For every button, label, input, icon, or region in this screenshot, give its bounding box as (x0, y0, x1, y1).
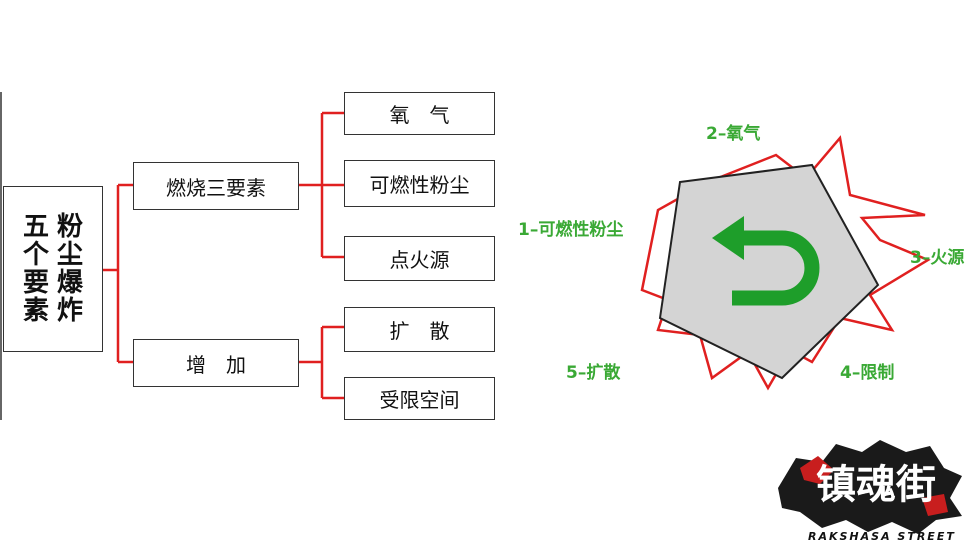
logo-chinese-text: 镇魂街 (816, 461, 936, 508)
root-title-col-left: 五 个 要 素 (23, 213, 49, 325)
tree-connectors (103, 111, 344, 400)
root-char: 五 (22, 212, 49, 242)
leaf-ignition-source-box: 点火源 (344, 236, 495, 281)
leaf-oxygen-box: 氧 气 (344, 92, 495, 135)
root-char: 要 (22, 268, 49, 298)
root-title-col-right: 粉 尘 爆 炸 (57, 213, 83, 325)
label-oxygen: 2–氧气 (706, 124, 761, 144)
root-char: 粉 (57, 212, 84, 242)
return-arrow-icon (712, 216, 820, 306)
label-dispersion: 5–扩散 (566, 363, 621, 383)
leaf-dispersion-box: 扩 散 (344, 307, 495, 352)
leaf-combustible-dust-box: 可燃性粉尘 (344, 160, 495, 207)
label-confinement: 4–限制 (840, 363, 895, 383)
branch-increase-box: 增 加 (133, 339, 299, 387)
root-char: 个 (22, 240, 49, 270)
label-ignition-source: 3–火源 (910, 248, 965, 268)
branch-combustion-box: 燃烧三要素 (133, 162, 299, 210)
logo-splash (778, 440, 962, 534)
root-char: 尘 (57, 240, 84, 270)
logo-english-text: RAKSHASA STREET (808, 530, 956, 543)
root-char: 爆 (57, 268, 84, 298)
root-char: 炸 (57, 296, 84, 326)
explosion-burst (640, 135, 931, 391)
leaf-confined-space-box: 受限空间 (344, 377, 495, 420)
pentagon-shape (658, 163, 880, 380)
label-combustible-dust: 1–可燃性粉尘 (518, 220, 624, 240)
root-node-box: 五 个 要 素 粉 尘 爆 炸 (3, 186, 103, 352)
root-char: 素 (22, 296, 49, 326)
